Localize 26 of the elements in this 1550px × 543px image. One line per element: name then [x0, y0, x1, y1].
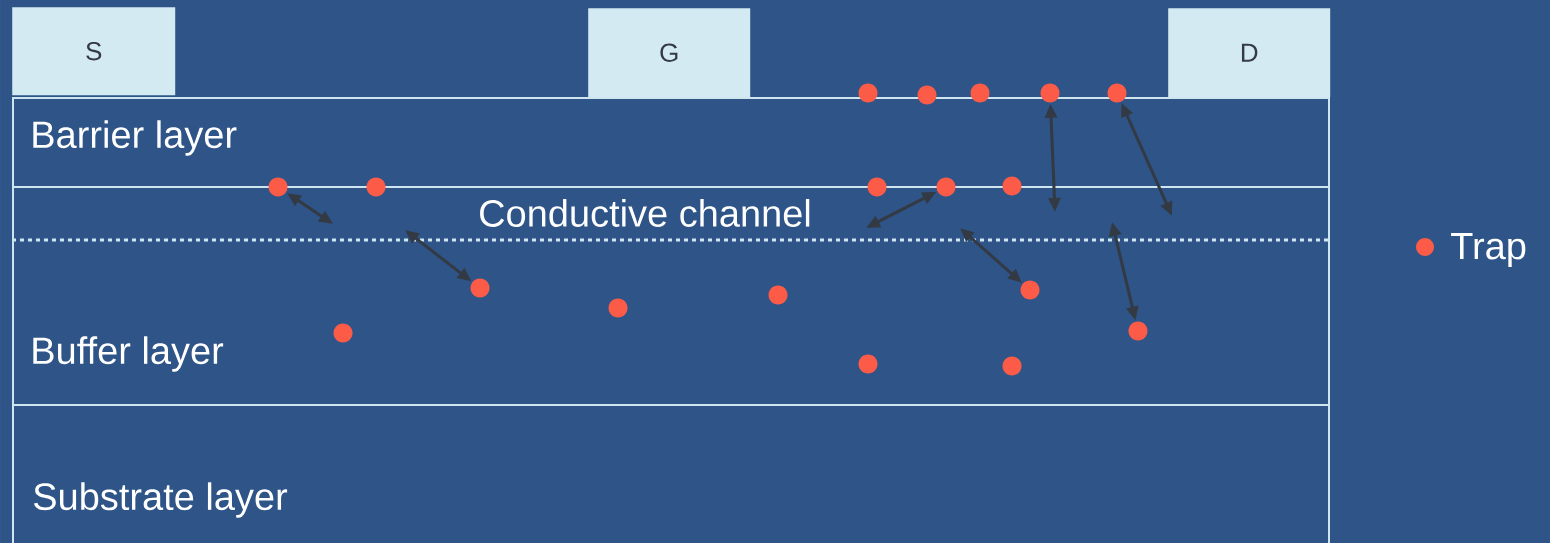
- contact-box: S: [12, 7, 176, 96]
- node-label: S: [86, 41, 102, 61]
- trap-dot: [936, 177, 956, 197]
- contact-box: G: [588, 8, 751, 98]
- trap-dot: [917, 85, 937, 105]
- contact-box: D: [1168, 8, 1331, 98]
- trap-dot: [1002, 176, 1022, 196]
- channel-label: Conductive channel: [480, 199, 810, 227]
- trap-dot: [970, 83, 990, 103]
- trap-dot: [1002, 356, 1022, 376]
- trap-dot: [1107, 83, 1127, 103]
- trap-dot: [366, 177, 386, 197]
- trap-dot: [858, 354, 878, 374]
- trap-dot: [1020, 280, 1040, 300]
- layer-band: Substrate layer: [12, 404, 1330, 543]
- trap-dot: [858, 83, 878, 103]
- trap-dot: [470, 278, 490, 298]
- trap-dot: [268, 177, 288, 197]
- trap-dot: [867, 177, 887, 197]
- trap-dot: [1040, 83, 1060, 103]
- layer-band: Barrier layer: [12, 97, 1330, 188]
- trap-dot: [608, 298, 628, 318]
- trap-dot: [768, 285, 788, 305]
- legend-label: Trap: [1451, 233, 1526, 267]
- trap-dot: [333, 323, 353, 343]
- trap-dot: [1128, 321, 1148, 341]
